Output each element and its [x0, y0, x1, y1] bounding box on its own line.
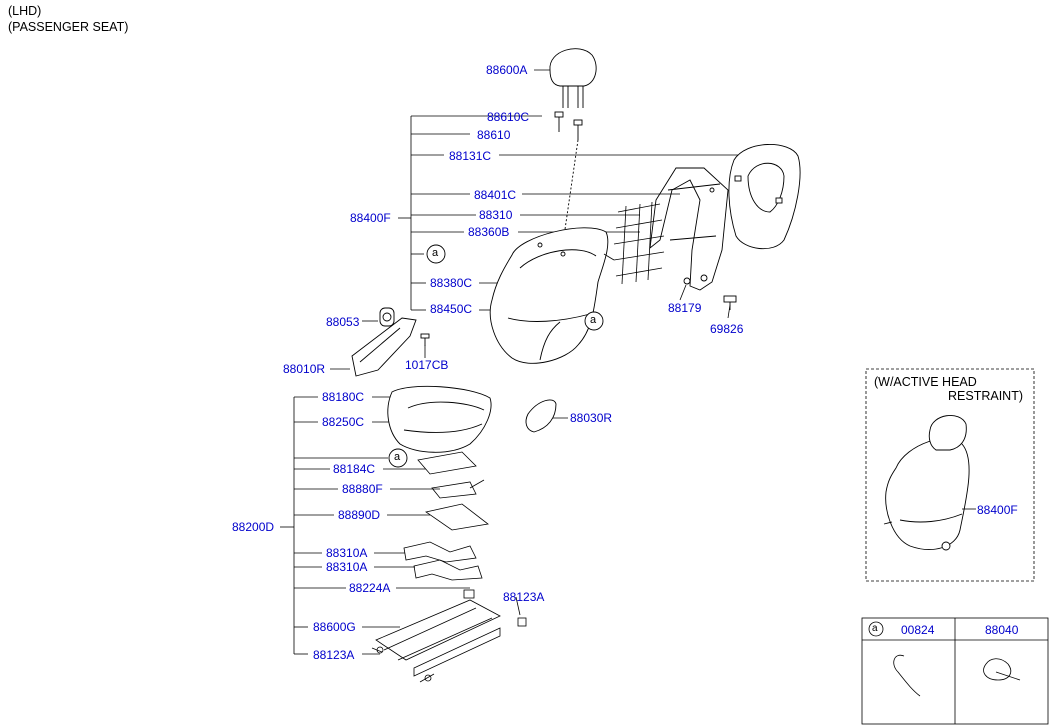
- header-line-1: (LHD): [8, 4, 42, 18]
- part-label-88310A-2[interactable]: 88310A: [326, 560, 368, 574]
- ref-letter-a-2: a: [590, 314, 597, 326]
- seat-track-illustration: [371, 589, 527, 683]
- legend-part-88040[interactable]: 88040: [985, 623, 1019, 637]
- legend-table: [861, 617, 1049, 725]
- part-label-88010R[interactable]: 88010R: [283, 362, 326, 376]
- part-label-88380C[interactable]: 88380C: [430, 276, 473, 290]
- part-label-88179[interactable]: 88179: [668, 301, 702, 315]
- legend-ref-letter: a: [872, 623, 878, 634]
- part-label-88310A-1[interactable]: 88310A: [326, 546, 368, 560]
- part-label-88610[interactable]: 88610: [477, 128, 511, 142]
- part-label-69826[interactable]: 69826: [710, 322, 744, 336]
- part-label-88600G[interactable]: 88600G: [313, 620, 356, 634]
- legend-part-00824[interactable]: 00824: [901, 623, 935, 637]
- part-label-88450C[interactable]: 88450C: [430, 302, 473, 316]
- part-label-88224A[interactable]: 88224A: [349, 581, 391, 595]
- ref-circle-a-1: [426, 244, 446, 264]
- ref-circle-a-3: [388, 448, 408, 468]
- inset-title-line-1: (W/ACTIVE HEAD: [874, 375, 977, 389]
- inset-part-label-88400F[interactable]: 88400F: [977, 503, 1018, 517]
- inset-title-line-2: RESTRAINT): [948, 389, 1023, 403]
- frame-illustration: [649, 167, 729, 291]
- part-label-88184C[interactable]: 88184C: [333, 462, 376, 476]
- part-label-88180C[interactable]: 88180C: [322, 390, 365, 404]
- side-cover-illustration: [351, 307, 430, 377]
- part-label-88401C[interactable]: 88401C: [474, 188, 517, 202]
- part-label-88250C[interactable]: 88250C: [322, 415, 365, 429]
- part-label-88131C[interactable]: 88131C: [449, 149, 492, 163]
- spring-mat-illustration: [603, 201, 665, 285]
- part-label-88400F[interactable]: 88400F: [350, 211, 391, 225]
- ref-letter-a-3: a: [394, 451, 401, 463]
- part-label-88030R[interactable]: 88030R: [570, 411, 613, 425]
- ref-circle-a-2: [584, 311, 604, 331]
- headrest-illustration: [549, 48, 597, 108]
- seat-cushion-illustration: [387, 385, 492, 453]
- part-label-88123A-1[interactable]: 88123A: [503, 590, 545, 604]
- part-label-88880F[interactable]: 88880F: [342, 482, 383, 496]
- part-label-1017CB[interactable]: 1017CB: [405, 358, 449, 372]
- backrest-illustration: [489, 227, 609, 364]
- inset-backrest-illustration: [883, 415, 970, 551]
- part-label-88310[interactable]: 88310: [479, 208, 513, 222]
- part-label-88123A-2[interactable]: 88123A: [313, 648, 355, 662]
- part-label-88600A[interactable]: 88600A: [486, 63, 528, 77]
- part-label-88200D[interactable]: 88200D: [232, 520, 275, 534]
- part-label-88360B[interactable]: 88360B: [468, 225, 510, 239]
- part-label-88890D[interactable]: 88890D: [338, 508, 381, 522]
- header-line-2: (PASSENGER SEAT): [8, 20, 129, 34]
- part-label-88053[interactable]: 88053: [326, 315, 360, 329]
- ref-letter-a-1: a: [432, 247, 439, 259]
- back-cover-illustration: [728, 144, 801, 250]
- part-label-88610C[interactable]: 88610C: [487, 110, 530, 124]
